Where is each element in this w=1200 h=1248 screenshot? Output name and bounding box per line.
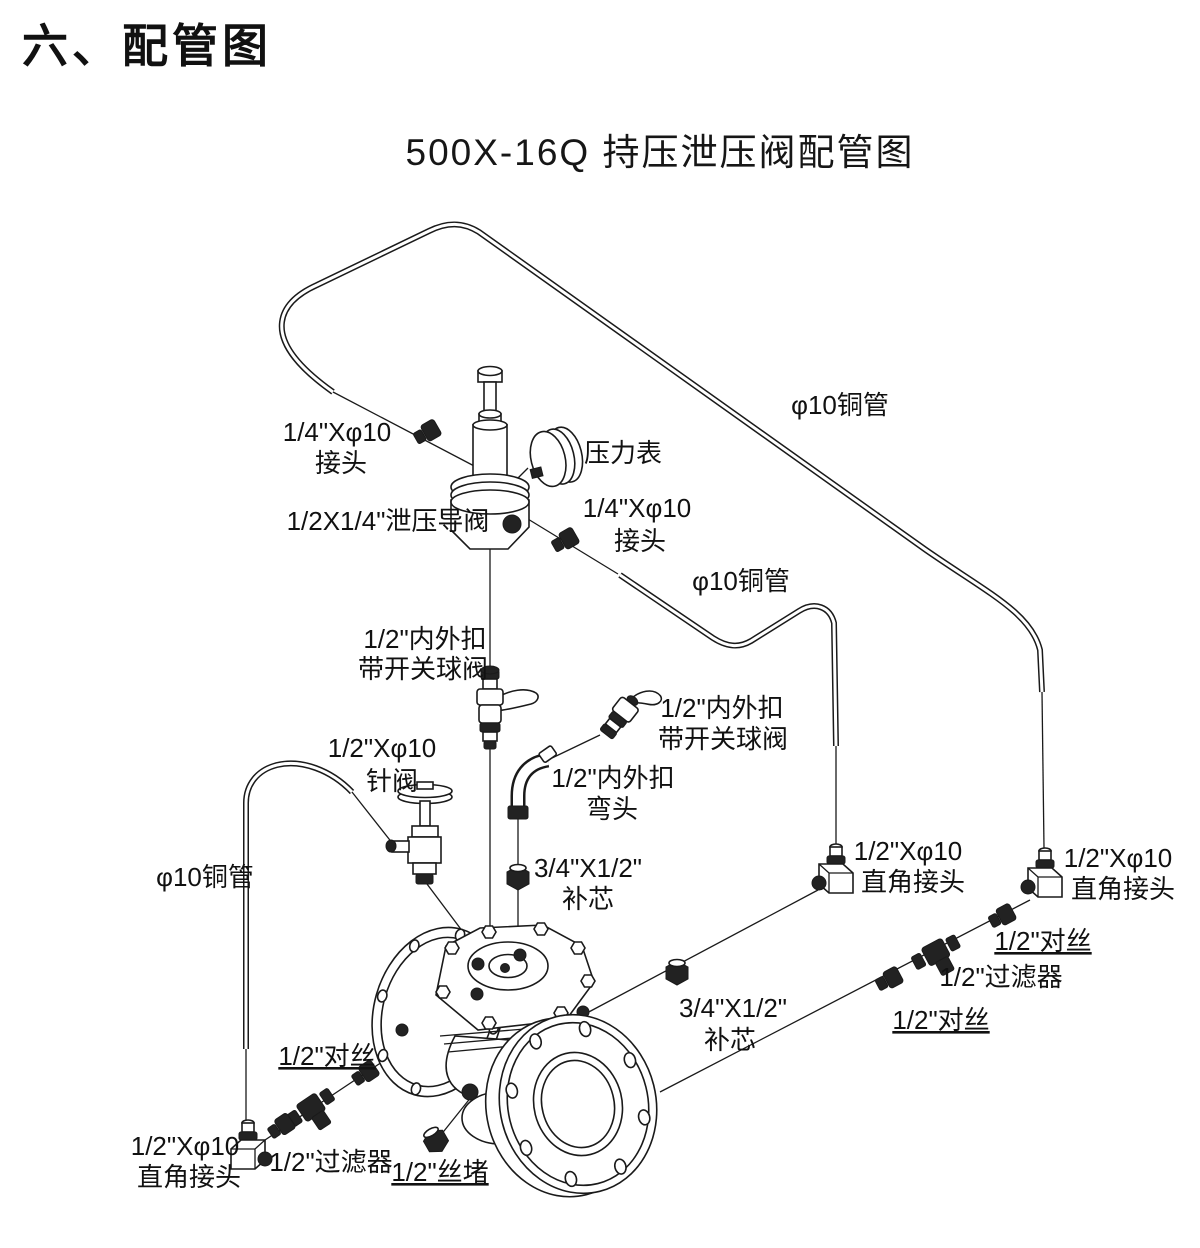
main-valve-left-port	[395, 1023, 409, 1037]
label-copper-pipe-left: φ10铜管	[156, 862, 254, 892]
label-angle-joint-mid-right: 1/2"Xφ10	[854, 836, 963, 866]
label-ball-valve-right: 1/2"内外扣	[660, 693, 783, 723]
label-plug: 1/2"丝堵	[391, 1157, 488, 1187]
copper-pipe-mid	[618, 572, 839, 845]
label-angle-joint-bottom-left: 1/2"Xφ10	[131, 1131, 240, 1161]
label-filter-left: 1/2"过滤器	[269, 1147, 392, 1177]
copper-pipe-left	[243, 760, 355, 1120]
main-valve-bottom-port	[461, 1083, 479, 1101]
main-valve-bonnet	[435, 922, 596, 1031]
label-needle-valve-2: 针阀	[366, 766, 418, 796]
label-ball-valve-left: 1/2"内外扣	[363, 624, 486, 654]
filter-left-fitting	[284, 1084, 346, 1142]
ball-valve-left	[476, 665, 539, 750]
nipple-right-lower-fitting	[872, 965, 905, 995]
label-ball-valve-left-2: 带开关球阀	[358, 654, 488, 684]
bushing-upper-fitting	[506, 863, 530, 891]
label-elbow: 1/2"内外扣	[551, 763, 674, 793]
label-joint-mid-2: 接头	[614, 526, 666, 556]
label-angle-joint-far-right: 1/2"Xφ10	[1064, 843, 1173, 873]
diagram-title: 500X-16Q 持压泄压阀配管图	[405, 132, 915, 173]
label-nipple-right-lower: 1/2"对丝	[892, 1005, 989, 1035]
main-valve	[371, 922, 658, 1198]
compression-joint-top-left	[410, 418, 443, 448]
elbow-fitting	[507, 745, 558, 820]
label-nipple-left: 1/2"对丝	[278, 1041, 375, 1071]
bushing-lower-fitting	[665, 958, 689, 986]
label-angle-joint-mid-right-2: 直角接头	[861, 867, 965, 897]
label-angle-joint-bottom-left-2: 直角接头	[137, 1162, 241, 1192]
label-pilot-valve: 1/2X1/4"泄压导阀	[287, 506, 490, 536]
label-ball-valve-right-2: 带开关球阀	[658, 724, 788, 754]
label-joint-mid: 1/4"Xφ10	[583, 493, 692, 523]
label-copper-pipe-mid: φ10铜管	[692, 566, 790, 596]
label-nipple-right-upper: 1/2"对丝	[994, 926, 1091, 956]
label-bushing-upper-2: 补芯	[562, 884, 614, 914]
label-joint-top-left-2: 接头	[315, 448, 367, 478]
label-filter-right: 1/2"过滤器	[939, 962, 1062, 992]
angle-joint-mid-right	[811, 843, 854, 894]
label-pressure-gauge: 压力表	[584, 438, 662, 468]
label-bushing-upper: 3/4"X1/2"	[534, 853, 642, 883]
needle-valve	[385, 781, 453, 885]
ball-valve-right	[599, 690, 663, 740]
plug-fitting	[418, 1123, 453, 1158]
label-needle-valve: 1/2"Xφ10	[328, 733, 437, 763]
copper-pipe-top-loop	[278, 221, 1045, 849]
label-angle-joint-far-right-2: 直角接头	[1071, 874, 1175, 904]
labels: 1/4"Xφ10 接头 压力表 1/2X1/4"泄压导阀 1/4"Xφ10 接头…	[131, 390, 1175, 1192]
label-copper-pipe-top: φ10铜管	[791, 390, 889, 420]
label-joint-top-left: 1/4"Xφ10	[283, 417, 392, 447]
angle-joint-far-right	[1020, 847, 1063, 898]
section-title: 六、配管图	[22, 20, 272, 72]
main-valve-right-flange	[484, 1013, 658, 1198]
pilot-relief-valve	[450, 365, 530, 550]
label-bushing-lower-2: 补芯	[704, 1025, 756, 1055]
label-bushing-lower: 3/4"X1/2"	[679, 993, 787, 1023]
compression-joint-mid	[548, 526, 581, 556]
label-elbow-2: 弯头	[586, 794, 638, 824]
pressure-gauge	[529, 426, 584, 488]
